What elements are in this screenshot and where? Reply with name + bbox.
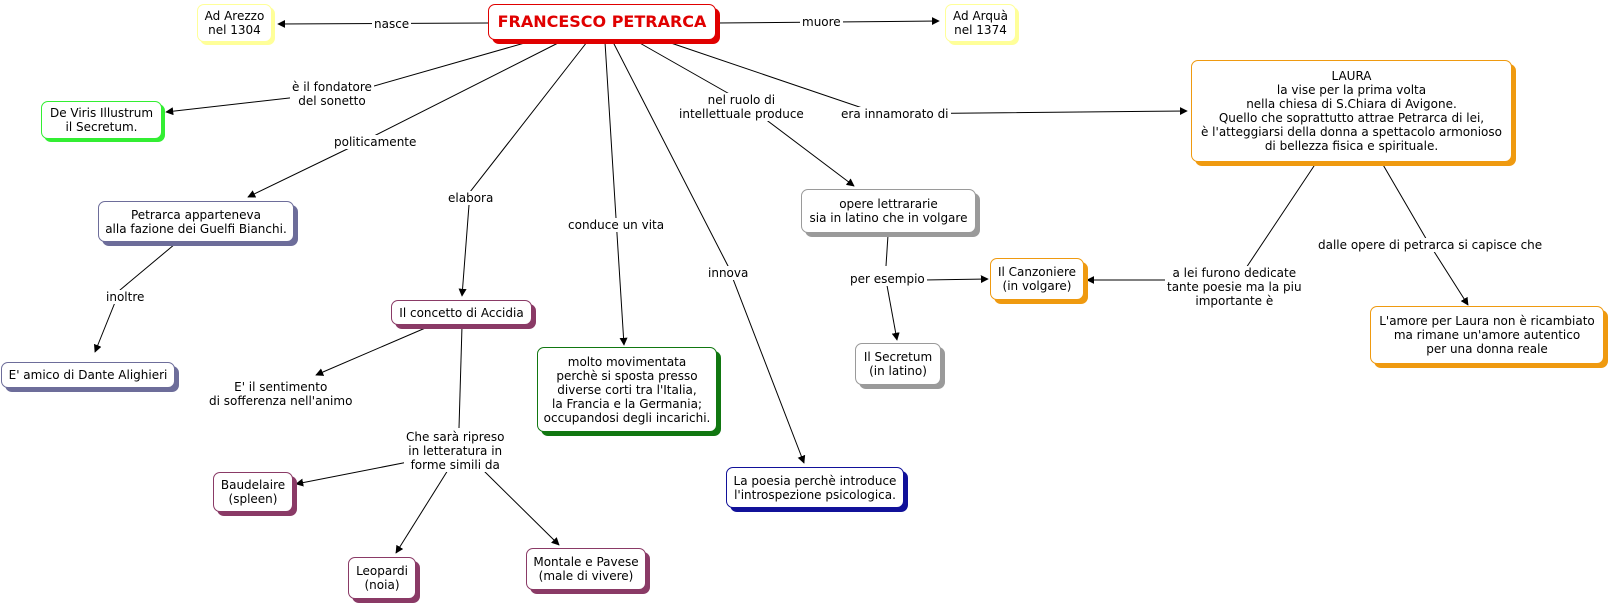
label-conduce: conduce un vita xyxy=(566,218,667,232)
edge-canzoniere xyxy=(923,275,989,284)
node-arezzo[interactable]: Ad Arezzo nel 1304 xyxy=(197,4,272,42)
node-movimentata[interactable]: molto movimentata perchè si sposta press… xyxy=(537,347,717,432)
node-arqua[interactable]: Ad Arquà nel 1374 xyxy=(945,4,1016,42)
node-opere[interactable]: opere lettrararie sia in latino che in v… xyxy=(801,189,976,233)
label-esempio: per esempio xyxy=(848,272,927,286)
node-amore[interactable]: L'amore per Laura non è ricambiato ma ri… xyxy=(1370,306,1604,364)
edge-leopardi xyxy=(395,469,449,554)
label-politicamente: politicamente xyxy=(332,135,419,149)
edge-esempio xyxy=(885,234,889,267)
edge-dalle xyxy=(1381,162,1469,306)
node-de-viris[interactable]: De Viris Illustrum il Secretum. xyxy=(41,101,162,139)
node-guelfi[interactable]: Petrarca apparteneva alla fazione dei Gu… xyxy=(98,201,294,242)
edge-montale xyxy=(482,469,560,546)
label-dedicate: a lei furono dedicate tante poesie ma la… xyxy=(1165,266,1304,308)
label-elabora: elabora xyxy=(446,191,496,205)
edge-dedicate xyxy=(1086,162,1317,284)
label-ruolo: nel ruolo di intellettuale produce xyxy=(677,93,806,121)
label-innova: innova xyxy=(706,266,751,280)
edge-ripreso xyxy=(458,325,463,429)
node-secretum[interactable]: Il Secretum (in latino) xyxy=(855,343,941,385)
label-sentimento: E' il sentimento di sofferenza nell'anim… xyxy=(207,380,355,408)
label-dalle: dalle opere di petrarca si capisce che xyxy=(1316,238,1545,252)
label-inoltre: inoltre xyxy=(104,290,147,304)
main-node[interactable]: FRANCESCO PETRARCA xyxy=(488,4,716,40)
label-ripreso: Che sarà ripreso in letteratura in forme… xyxy=(404,430,507,472)
edge-politicamente xyxy=(247,41,561,198)
edge-baudelaire xyxy=(295,461,409,487)
edge-sentimento xyxy=(315,325,431,376)
label-nasce: nasce xyxy=(372,17,412,31)
node-montale[interactable]: Montale e Pavese (male di vivere) xyxy=(526,548,646,590)
label-muore: muore xyxy=(800,15,843,29)
node-baudelaire[interactable]: Baudelaire (spleen) xyxy=(213,472,293,512)
node-canzoniere[interactable]: Il Canzoniere (in volgare) xyxy=(990,258,1084,300)
node-poesia[interactable]: La poesia perchè introduce l'introspezio… xyxy=(726,467,904,508)
node-laura[interactable]: LAURA la vise per la prima volta nella c… xyxy=(1191,60,1512,162)
node-leopardi[interactable]: Leopardi (noia) xyxy=(348,557,416,599)
edge-conduce xyxy=(604,41,628,346)
edge-secretum xyxy=(885,279,900,341)
node-dante[interactable]: E' amico di Dante Alighieri xyxy=(1,362,175,388)
node-accidia[interactable]: Il concetto di Accidia xyxy=(391,300,532,325)
edge-elabora xyxy=(458,41,588,297)
label-fondatore: è il fondatore del sonetto xyxy=(290,80,374,108)
label-innamorato: era innamorato di xyxy=(839,107,951,121)
